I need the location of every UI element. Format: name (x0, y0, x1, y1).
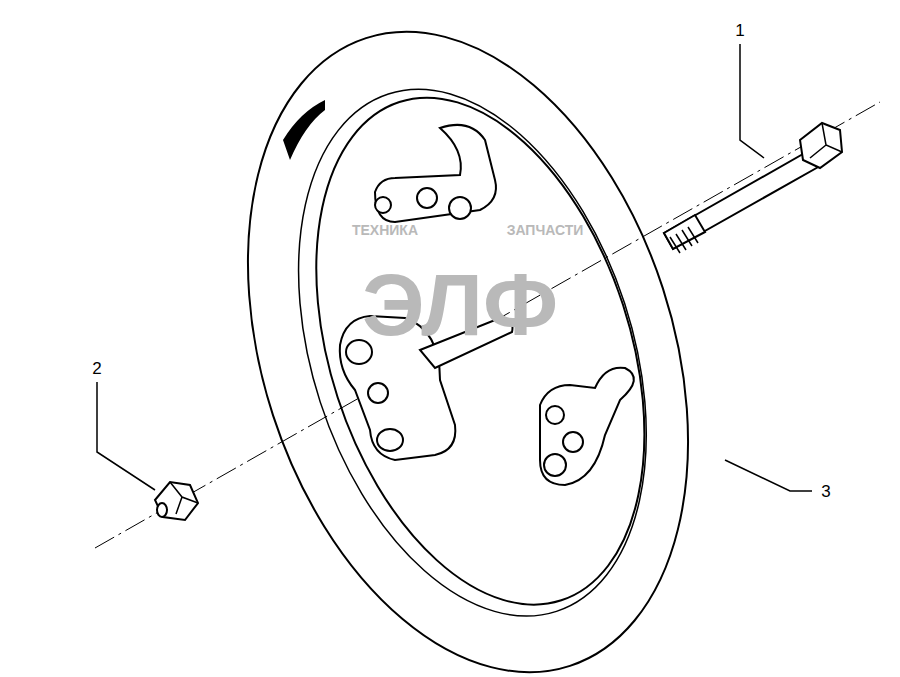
center-line (95, 102, 880, 548)
bolt (664, 123, 842, 253)
callout-number: 1 (735, 22, 744, 39)
mounting-lugs (340, 125, 634, 485)
watermark: ТЕХНИКА (352, 223, 418, 237)
callout-number: 3 (821, 483, 830, 500)
ring-weight (171, 0, 765, 677)
watermark: ЗАПЧАСТИ (507, 223, 584, 237)
nut (155, 482, 198, 520)
callout-number: 2 (92, 360, 101, 377)
watermark: ЭЛФ (362, 261, 558, 349)
leader-lines (97, 44, 812, 491)
